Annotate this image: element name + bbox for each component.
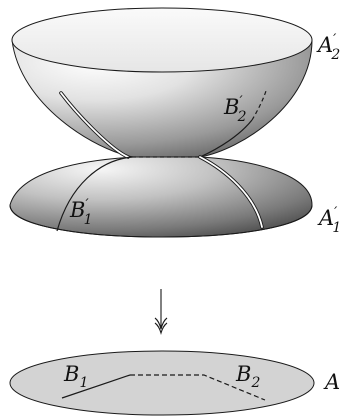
lower-left-black-curve [56,156,133,232]
lower-right-white-curve-fill [199,156,263,228]
lower-dome [9,156,313,238]
upper-bowl [11,7,313,158]
upper-bowl-rim [11,7,313,73]
base-solid-path [61,374,131,399]
base-disk-ellipse [9,350,315,416]
label-b2-prime: B′2 [223,94,247,125]
lower-dome-base-edge [9,204,313,238]
label-a: A [323,370,340,394]
base-dashed-path [130,374,266,401]
upper-right-curve-hidden [251,90,267,121]
label-b1-prime: B′1 [69,197,93,228]
label-b1: B1 [63,362,88,391]
lower-dome-body [9,156,313,238]
label-b2: B2 [235,362,260,391]
upper-left-white-curve-fill [60,92,129,158]
label-a2-prime: A′2 [316,32,340,63]
down-arrow-icon [154,289,168,336]
upper-right-curve [199,119,253,158]
base-disk [9,350,315,416]
label-a1-prime: A′1 [317,205,341,236]
